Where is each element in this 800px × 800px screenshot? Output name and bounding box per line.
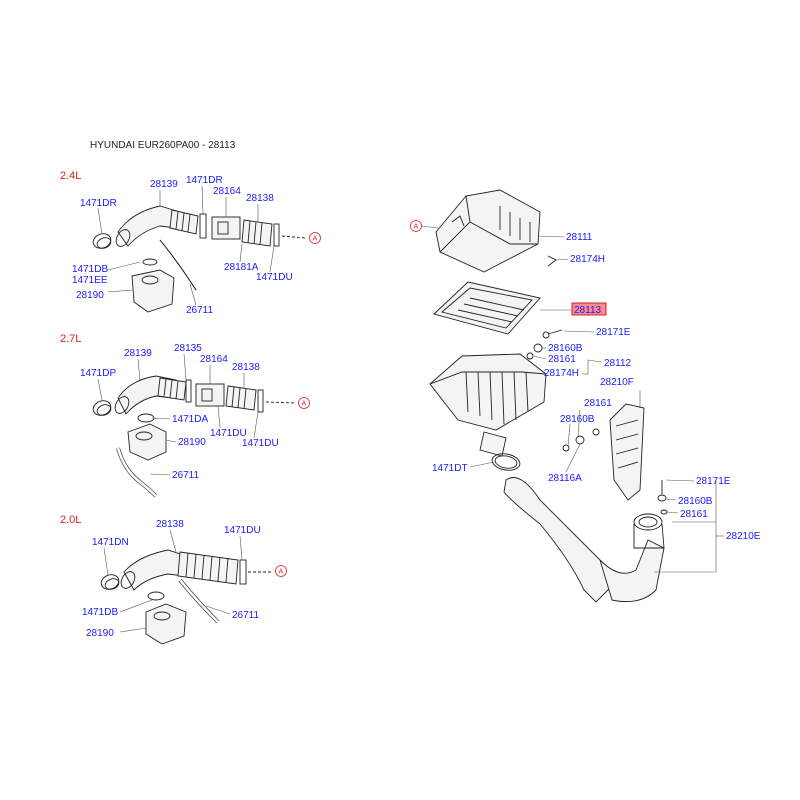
label: 28190 [76, 290, 104, 301]
resonator [127, 423, 167, 461]
label: 28164 [213, 186, 241, 197]
label: 28135 [174, 343, 202, 354]
air-cleaner-body [429, 353, 547, 431]
label: 26711 [232, 610, 260, 621]
label: 1471DU [242, 438, 279, 449]
label: 26711 [172, 470, 200, 481]
label: 1471DR [186, 175, 223, 186]
label: 28112 [604, 358, 632, 369]
engine-label-2-7: 2.7L [60, 333, 81, 345]
label: 28161 [680, 509, 708, 520]
label: 28116A [548, 473, 582, 484]
label: 28161 [548, 354, 576, 365]
label: 1471DA [172, 414, 208, 425]
ref-marker-a-label: A [313, 236, 318, 243]
label: 1471DU [210, 428, 247, 439]
duct-resonator [609, 403, 645, 501]
label: 1471DT [432, 463, 468, 474]
air-cleaner-cover [435, 189, 541, 273]
label: 1471DR [80, 198, 117, 209]
label: 28190 [86, 628, 114, 639]
label: 26711 [186, 305, 214, 316]
section-2-0-parts [100, 549, 272, 645]
label: 1471DP [80, 368, 116, 379]
label: 28181A [224, 262, 259, 273]
section-2-4-parts [92, 205, 306, 313]
ref-marker-a [298, 397, 310, 409]
label: 28138 [156, 519, 184, 530]
label: 1471DB [82, 607, 118, 618]
label: 1471EE [72, 275, 108, 286]
air-flow-sensor [211, 216, 241, 240]
ref-marker-a [410, 220, 422, 232]
label: 1471DU [224, 525, 261, 536]
air-cleaner-assembly [429, 189, 668, 603]
label: 1471DN [92, 537, 129, 548]
ref-marker-a [309, 232, 321, 244]
label: 28171E [596, 327, 631, 338]
engine-label-2-0: 2.0L [60, 514, 81, 526]
label: 28111 [566, 232, 593, 243]
highlighted-part-box [571, 302, 607, 316]
section-2-7-parts [92, 375, 297, 498]
label: 28174H [570, 254, 605, 265]
label: 28160B [548, 343, 583, 354]
label: 28160B [678, 496, 713, 507]
label: 28160B [560, 414, 595, 425]
label: 28190 [178, 437, 206, 448]
label: 28138 [246, 193, 274, 204]
label: 28210E [726, 531, 761, 542]
label: 28161 [584, 398, 612, 409]
ref-marker-a-label: A [279, 569, 284, 576]
ref-marker-a [275, 565, 287, 577]
air-filter-element [433, 281, 541, 335]
air-flow-sensor [195, 383, 225, 407]
label: 28138 [232, 362, 260, 373]
hose-clamp [92, 233, 112, 249]
clamp [199, 213, 207, 239]
intake-hose [123, 549, 187, 591]
resonator [145, 603, 187, 645]
intake-hose-2 [241, 219, 273, 247]
label: 1471DU [256, 272, 293, 283]
bellows [169, 209, 199, 235]
highlighted-part-label: 28113 [574, 305, 602, 316]
label: 28139 [150, 179, 178, 190]
engine-label-2-4: 2.4L [60, 170, 81, 182]
label: 28139 [124, 348, 152, 359]
label: 28171E [696, 476, 731, 487]
label: 28164 [200, 354, 228, 365]
ref-marker-a-label: A [302, 401, 307, 408]
label: 28174H [544, 368, 579, 379]
ref-marker-a-label: A [414, 224, 419, 231]
diagram-title: HYUNDAI EUR260PA00 - 28113 [90, 140, 236, 151]
label: 28210F [600, 377, 634, 388]
air-duct [503, 477, 613, 603]
label: 1471DB [72, 264, 108, 275]
